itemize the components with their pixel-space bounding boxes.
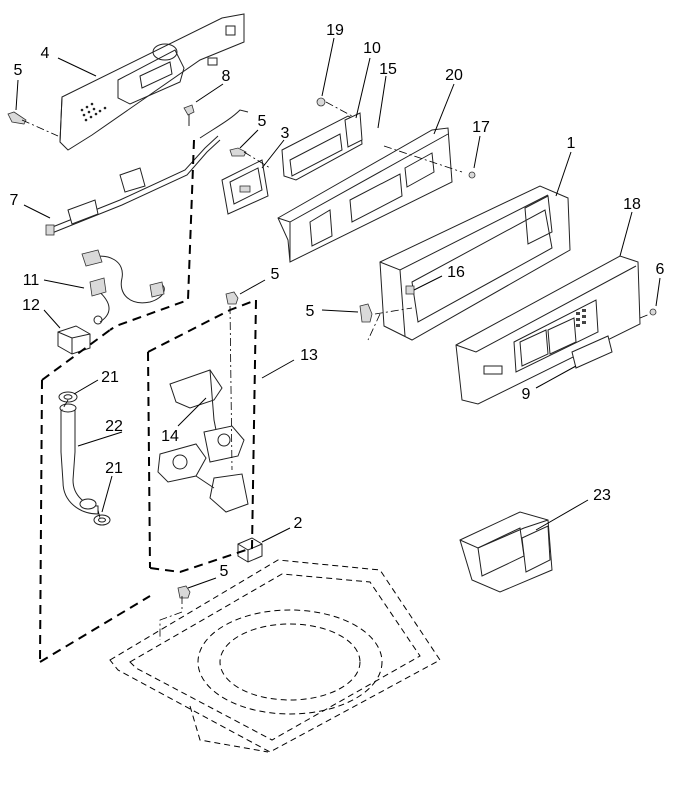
- callout-21-top: 21: [101, 369, 119, 386]
- callout-labels: 1 2 3 4 5 5 5 5 5 6 7 8 9 10 11 12 13 14…: [10, 22, 665, 580]
- callout-6: 6: [656, 261, 665, 278]
- part-20-console-rear: [277, 127, 453, 263]
- part-5-screw-d: [225, 291, 239, 305]
- top-cover-outline: [109, 559, 441, 753]
- part-16-clip: [405, 285, 415, 295]
- part-21-washer-top: [58, 391, 78, 403]
- part-22-fill-hose: [59, 403, 99, 515]
- callout-11: 11: [23, 272, 40, 289]
- part-7-wire-harness: [45, 135, 221, 236]
- callout-3: 3: [281, 125, 290, 142]
- part-3-control-board: [221, 159, 269, 215]
- callout-5-screw-e: 5: [220, 563, 229, 580]
- callout-17: 17: [472, 119, 490, 136]
- callout-22: 22: [105, 418, 123, 435]
- part-8-screw-and-lead: [183, 104, 249, 139]
- part-1-console-frame: [379, 185, 571, 341]
- part-21-washer-bottom: [93, 514, 111, 526]
- part-6-screw: [649, 308, 657, 316]
- callout-5-screw-b: 5: [258, 113, 267, 130]
- part-12-relay: [57, 325, 91, 355]
- part-10-bracket-board: [281, 112, 363, 181]
- callout-14: 14: [161, 428, 179, 445]
- part-5-screw-a: [7, 111, 27, 125]
- callout-15: 15: [379, 61, 397, 78]
- part-9-display-lens: [571, 335, 613, 369]
- callout-21-bottom: 21: [105, 460, 123, 477]
- callout-1: 1: [567, 135, 576, 152]
- callout-13: 13: [300, 347, 318, 364]
- leader-lines: [15, 37, 661, 589]
- callout-23: 23: [593, 487, 611, 504]
- part-23-bracket: [459, 511, 553, 593]
- callout-2: 2: [294, 515, 303, 532]
- part-5-screw-c: [359, 303, 373, 323]
- callout-10: 10: [363, 40, 381, 57]
- callout-19: 19: [326, 22, 344, 39]
- part-19-screw: [316, 97, 326, 107]
- callout-7: 7: [10, 192, 19, 209]
- part-18-console-panel: [455, 255, 641, 405]
- part-11-wiring-harness: [81, 249, 165, 325]
- assembly-boundary-lines: [21, 101, 651, 663]
- part-4-rear-panel: [59, 13, 245, 151]
- part-17-screw: [468, 171, 476, 179]
- part-5-screw-e: [177, 585, 191, 599]
- part-5-screw-b: [229, 147, 247, 157]
- callout-5-screw-d: 5: [271, 266, 280, 283]
- callout-12: 12: [22, 297, 40, 314]
- callout-8: 8: [222, 68, 231, 85]
- part-14-water-valve: [157, 369, 249, 513]
- callout-9: 9: [522, 386, 531, 403]
- callout-4: 4: [41, 45, 50, 62]
- part-2-lid-switch: [237, 537, 263, 563]
- callout-18: 18: [623, 196, 641, 213]
- callout-20: 20: [445, 67, 463, 84]
- callout-5-screw-c: 5: [306, 303, 315, 320]
- callout-16: 16: [447, 264, 465, 281]
- callout-5-screw-a: 5: [14, 62, 23, 79]
